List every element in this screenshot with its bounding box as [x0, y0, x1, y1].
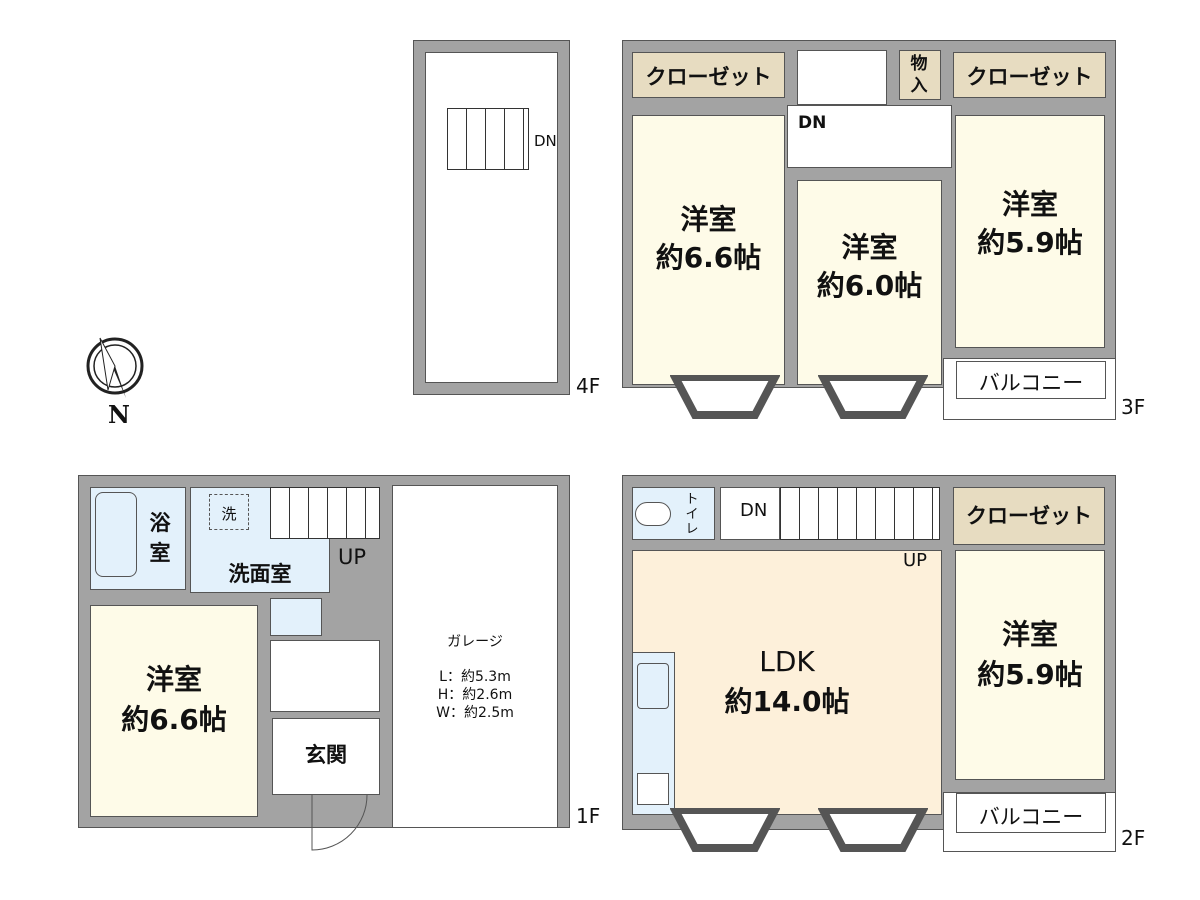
bay-window-icon — [668, 373, 782, 420]
room-name: LDK — [759, 645, 815, 678]
room-name: 洋室 — [1001, 188, 1058, 221]
room-size: 約14.0帖 — [724, 685, 850, 718]
room-size: 約5.9帖 — [977, 226, 1083, 259]
balcony-2f: バルコニー — [943, 792, 1116, 852]
stair-dn-label: DN — [740, 500, 768, 521]
room-name: 洋室 — [1001, 618, 1058, 651]
bay-window-icon — [816, 373, 930, 420]
stairs-4f — [447, 108, 529, 170]
sink — [270, 598, 322, 636]
rooftop-area — [425, 52, 558, 383]
garage: ガレージ L：約5.3m H：約2.6m W：約2.5m — [392, 485, 558, 828]
compass-north-label: N — [108, 400, 130, 429]
entrance-label: 玄関 — [305, 743, 347, 767]
washroom-label: 洗面室 — [228, 562, 292, 586]
kitchen-sink-icon — [637, 663, 669, 709]
room-name: 洋室 — [145, 663, 202, 696]
bathtub-icon — [95, 492, 137, 577]
bathroom: 浴室 — [90, 487, 186, 590]
garage-length: L：約5.3m — [439, 669, 511, 685]
closet-2f: クローゼット — [953, 487, 1105, 545]
bedroom-3f-2: 洋室 約6.0帖 — [797, 180, 942, 385]
bedroom-3f-3: 洋室 約5.9帖 — [955, 115, 1105, 348]
stair-dn-label: DN — [534, 132, 557, 150]
stove-icon — [637, 773, 669, 805]
hallway-3f — [787, 105, 952, 168]
toilet-label: トイレ — [685, 492, 699, 537]
stair-dn-label: DN — [798, 113, 827, 133]
stairs-3f — [797, 50, 887, 105]
entrance-door-icon[interactable] — [282, 794, 372, 855]
room-name: 洋室 — [841, 231, 898, 264]
closet-label: クローゼット — [966, 65, 1093, 89]
stair-up-label: UP — [338, 545, 367, 569]
kitchen-counter — [632, 652, 675, 815]
balcony-3f: バルコニー — [943, 358, 1116, 420]
room-size: 約5.9帖 — [977, 658, 1083, 691]
washer-space: 洗 — [209, 494, 249, 530]
stair-up-label: UP — [903, 550, 928, 571]
storage-label: 物入 — [910, 54, 928, 96]
bedroom-1f: 洋室 約6.6帖 — [90, 605, 258, 817]
landing-2f — [720, 487, 780, 540]
bedroom-3f-1: 洋室 約6.6帖 — [632, 115, 785, 385]
stairs-2f — [780, 487, 940, 540]
floor-label-1f: 1F — [576, 804, 601, 828]
closet-label: クローゼット — [645, 65, 772, 89]
floor-label-2f: 2F — [1121, 826, 1146, 850]
closet-3f-right: クローゼット — [953, 52, 1106, 98]
room-size: 約6.6帖 — [121, 703, 227, 736]
stairs-1f — [270, 487, 380, 539]
room-name: 洋室 — [680, 203, 737, 236]
north-compass-icon: N — [82, 330, 148, 430]
bay-window-icon — [668, 806, 782, 853]
toilet: トイレ — [632, 487, 715, 540]
room-size: 約6.0帖 — [816, 269, 923, 302]
balcony-label: バルコニー — [978, 805, 1084, 829]
storage-3f: 物入 — [899, 50, 941, 100]
bay-window-icon — [816, 806, 930, 853]
bedroom-2f: 洋室 約5.9帖 — [955, 550, 1105, 780]
closet-3f-left: クローゼット — [632, 52, 785, 98]
hallway-1f — [270, 640, 380, 712]
floor-label-3f: 3F — [1121, 395, 1146, 419]
room-size: 約6.6帖 — [655, 241, 762, 274]
garage-label: ガレージ — [447, 634, 503, 650]
closet-label: クローゼット — [966, 504, 1092, 528]
garage-width: W：約2.5m — [436, 705, 514, 721]
balcony-label: バルコニー — [978, 371, 1084, 395]
bath-label: 浴室 — [149, 511, 171, 565]
floor-label-4f: 4F — [576, 374, 601, 398]
ldk: LDK 約14.0帖 — [632, 550, 942, 815]
toilet-icon — [635, 502, 671, 526]
washer-label: 洗 — [221, 505, 237, 523]
entrance: 玄関 — [272, 718, 380, 795]
garage-height: H：約2.6m — [437, 687, 513, 703]
